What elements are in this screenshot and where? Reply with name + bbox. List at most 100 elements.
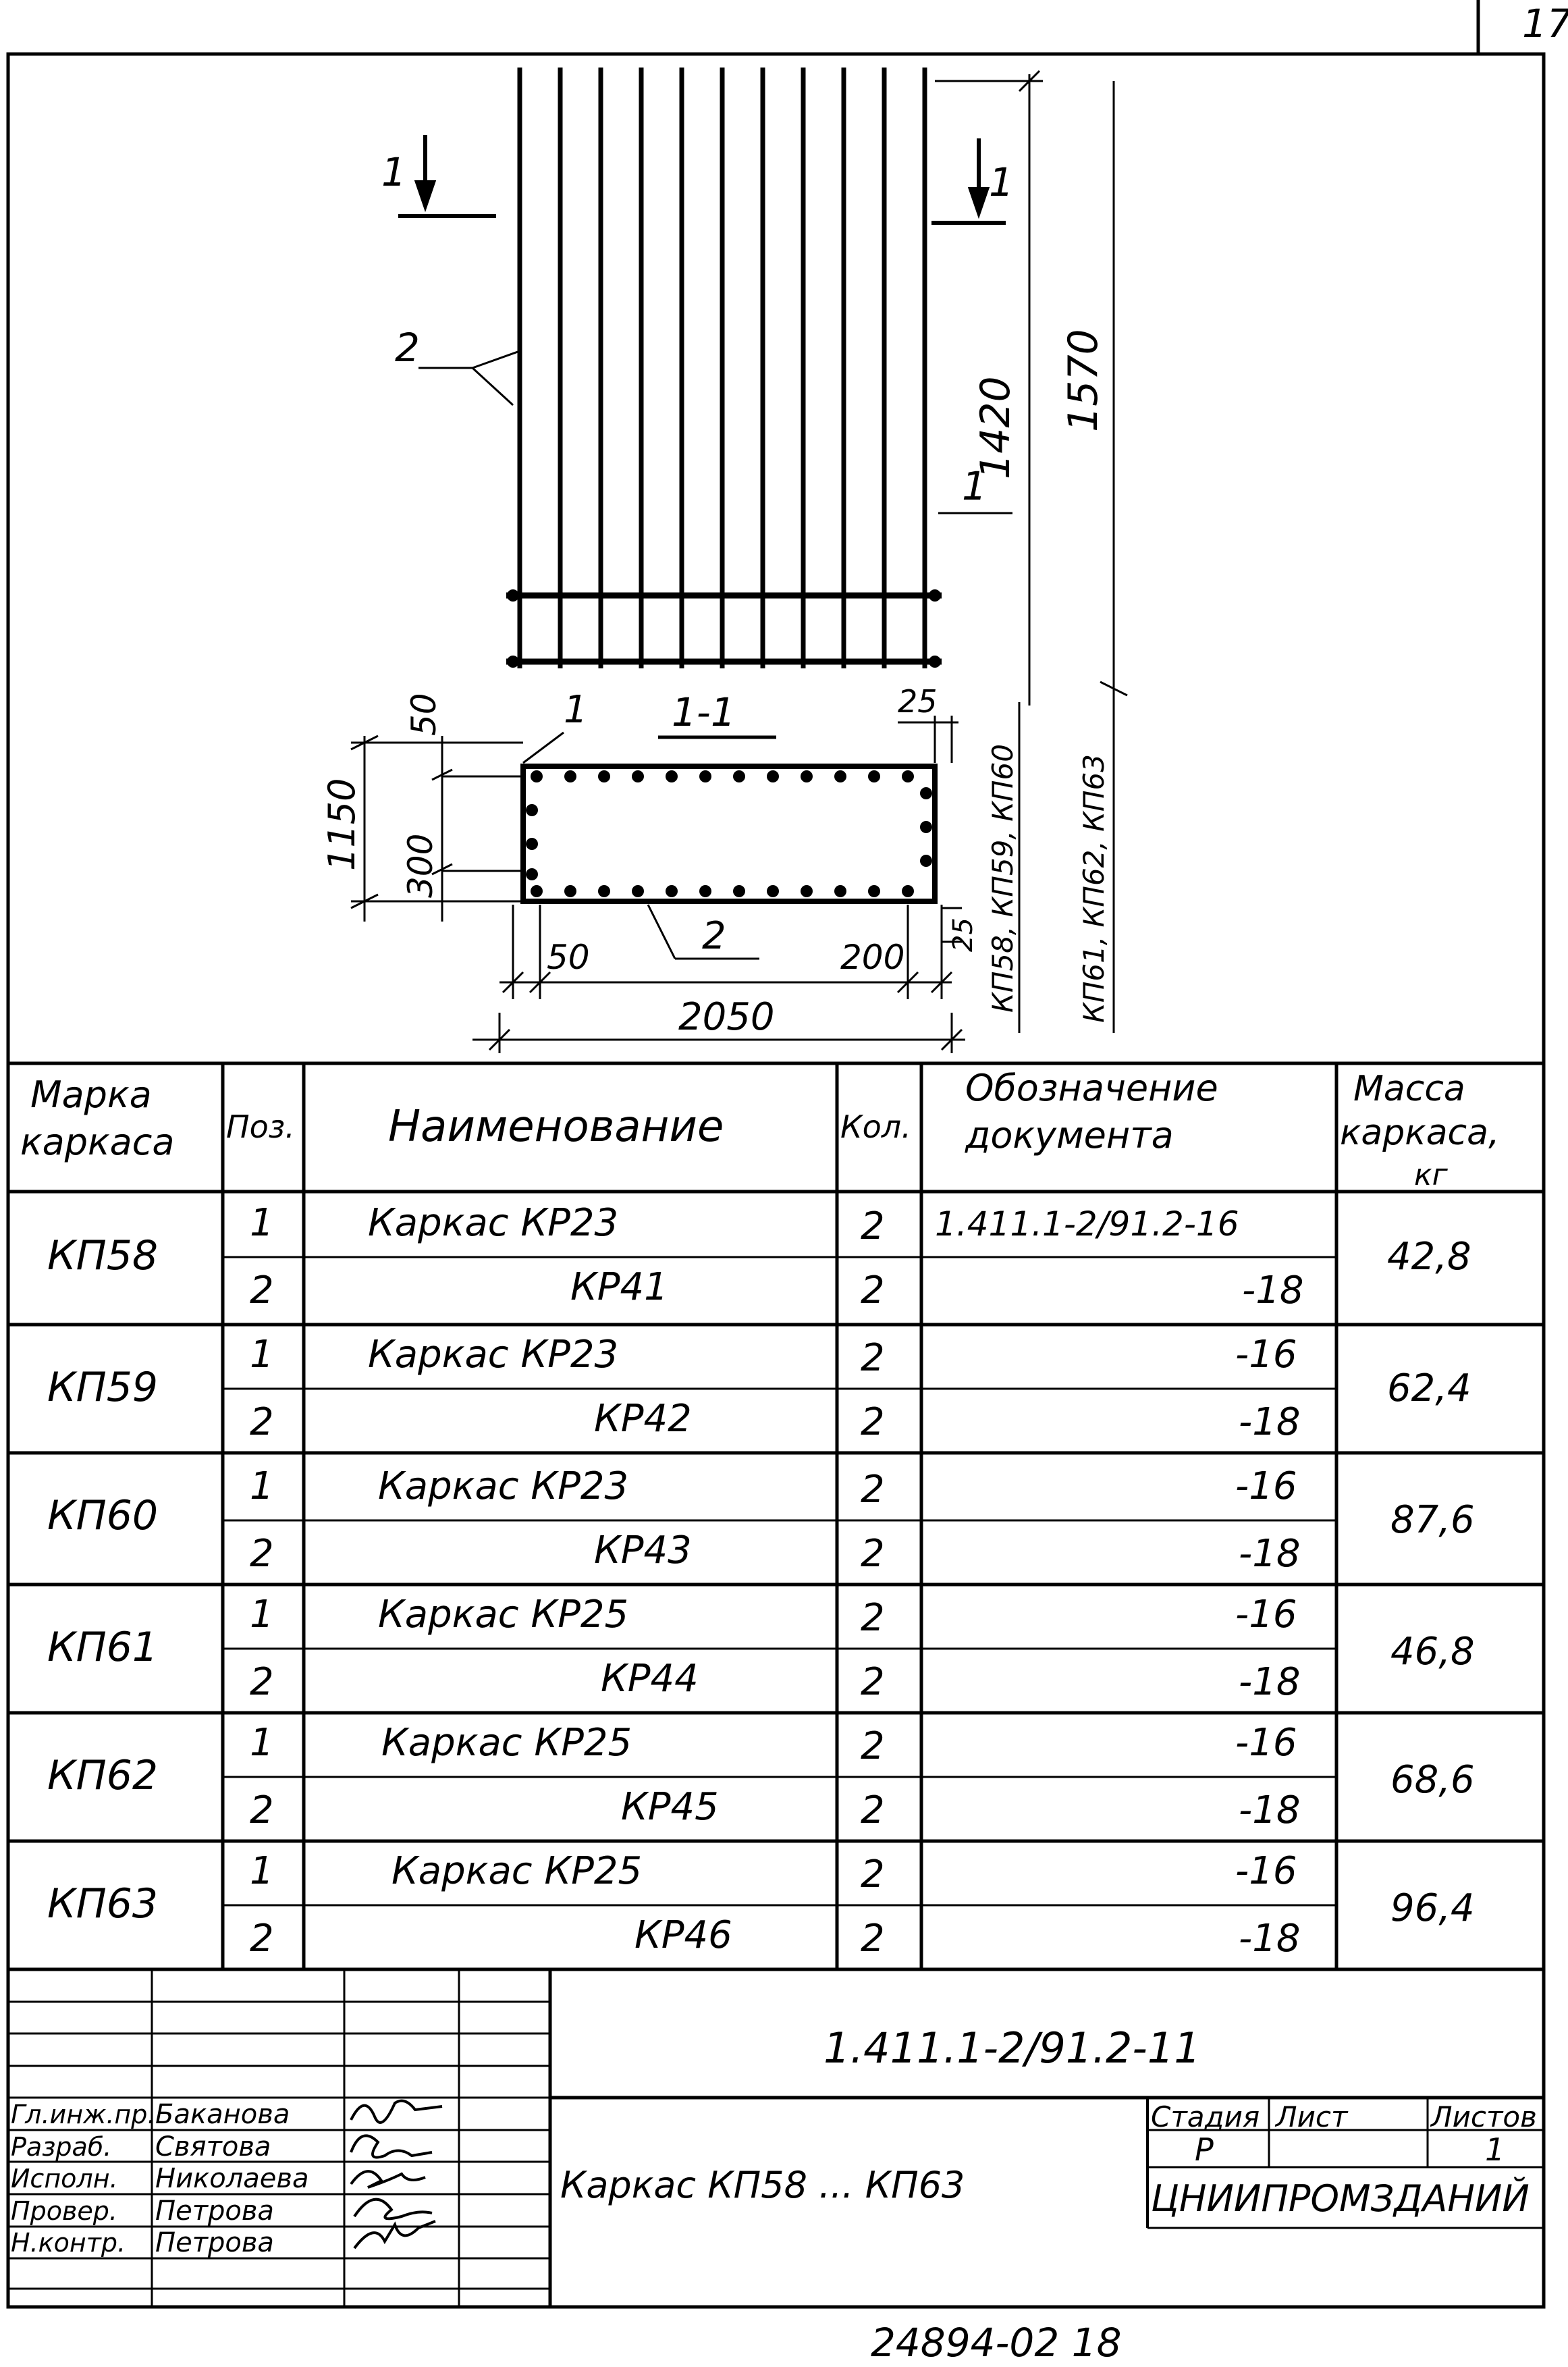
header-qty: Кол. — [840, 1109, 911, 1145]
row-name: КР43 — [594, 1528, 692, 1572]
row-pos: 2 — [250, 1400, 274, 1444]
row-pos: 1 — [250, 1464, 274, 1508]
row-doc: -16 — [1235, 1721, 1297, 1765]
horizontal-bars — [506, 592, 942, 665]
sig-name: Петрова — [155, 2227, 274, 2258]
header-mass-line3: кг — [1414, 1158, 1449, 1192]
callout-right-1: 1 — [989, 159, 1014, 205]
row-name: Каркас КР23 — [378, 1464, 628, 1508]
row-qty: 2 — [861, 1204, 885, 1248]
header-name: Наименование — [388, 1102, 724, 1152]
row-doc: -18 — [1239, 1400, 1300, 1444]
row-name: Каркас КР23 — [368, 1201, 618, 1245]
section-outline — [520, 764, 938, 904]
row-qty: 2 — [861, 1532, 885, 1576]
callout-pos-1: 1 — [962, 463, 987, 509]
vertical-bars — [517, 68, 927, 668]
sec-dim-top — [898, 716, 958, 763]
row-doc: -16 — [1235, 1333, 1297, 1377]
organization: ЦНИИПРОМЗДАНИЙ — [1151, 2177, 1530, 2220]
section-title: 1-1 — [672, 689, 736, 735]
row-pos: 2 — [250, 1917, 274, 1961]
group-mark: КП58 — [47, 1232, 158, 1279]
sec-dim-200-label: 200 — [840, 938, 904, 977]
row-pos: 2 — [250, 1788, 274, 1832]
title-block-lines — [8, 1969, 1544, 2307]
table-group-kp59: КП59 62,4 1 Каркас КР23 2 -16 2 КР42 2 -… — [47, 1333, 1471, 1444]
dim-label-1420: 1420 — [972, 376, 1019, 479]
row-qty: 2 — [861, 1660, 885, 1704]
row-qty: 2 — [861, 1596, 885, 1640]
callout-left-1: 1 — [381, 149, 406, 195]
row-name: КР46 — [634, 1913, 732, 1957]
stage-label: Стадия — [1151, 2100, 1260, 2133]
row-doc: -18 — [1242, 1269, 1303, 1312]
sec-dim-bottom — [472, 905, 965, 1053]
group-mass: 42,8 — [1387, 1235, 1471, 1279]
document-code: 1.411.1-2/91.2-11 — [823, 2023, 1201, 2073]
sig-role: Гл.инж.пр. — [11, 2100, 155, 2129]
sec-pos-1: 1 — [564, 688, 588, 732]
drawing-title: Каркас КП58 ... КП63 — [560, 2164, 965, 2206]
sec-dim-25-bottom-label: 25 — [948, 917, 979, 952]
dim-label-1570: 1570 — [1060, 329, 1107, 432]
row-doc: -16 — [1235, 1593, 1297, 1637]
row-pos: 2 — [250, 1269, 274, 1312]
sec-dim-300-label: 300 — [401, 834, 440, 898]
header-mass-line1: Масса — [1353, 1069, 1465, 1109]
row-pos: 1 — [250, 1593, 274, 1637]
row-name: Каркас КР25 — [391, 1849, 642, 1893]
header-doc-line2: документа — [965, 1114, 1174, 1156]
sig-name: Баканова — [155, 2099, 290, 2130]
spec-table-lines — [8, 1061, 1544, 1971]
row-pos: 1 — [250, 1333, 274, 1377]
signature-scribbles — [350, 2099, 443, 2250]
section-mark-right — [931, 138, 1006, 225]
row-pos: 1 — [250, 1201, 274, 1245]
row-name: КР41 — [570, 1265, 668, 1309]
row-name: КР44 — [601, 1657, 699, 1701]
row-name: КР45 — [621, 1785, 719, 1829]
section-mark-left — [398, 135, 496, 218]
row-qty: 2 — [861, 1917, 885, 1961]
header-mass-line2: каркаса, — [1340, 1113, 1500, 1153]
row-doc: 1.411.1-2/91.2-16 — [935, 1204, 1239, 1244]
sec-dim-50-vert-label: 50 — [404, 693, 443, 736]
sheets-label: Листов — [1430, 2100, 1537, 2133]
row-name: Каркас КР23 — [368, 1333, 618, 1377]
sheet-label: Лист — [1274, 2100, 1349, 2133]
spec-table-body: КП58 42,8 1 Каркас КР23 2 1.411.1-2/91.2… — [47, 1201, 1475, 1961]
section-bar-dots — [526, 770, 932, 897]
header-pos: Поз. — [226, 1109, 295, 1145]
footer-stamp: 24894-02 18 — [871, 2320, 1121, 2366]
header-mark-line1: Марка — [30, 1073, 152, 1116]
group-mass: 46,8 — [1390, 1630, 1475, 1674]
group-label-b: КП61, КП62, КП63 — [1077, 754, 1110, 1023]
sig-name: Петрова — [155, 2196, 274, 2227]
signature-rows: Гл.инж.пр. Баканова Разраб. Святова Испо… — [11, 2099, 308, 2258]
row-doc: -18 — [1239, 1788, 1300, 1832]
sig-role: Провер. — [11, 2196, 117, 2226]
callout-pos-2: 2 — [395, 325, 420, 371]
sheets-value: 1 — [1485, 2131, 1505, 2168]
sec-dim-top-label: 25 — [898, 683, 938, 720]
sec-pos-2: 2 — [702, 914, 726, 958]
row-qty: 2 — [861, 1269, 885, 1312]
stage-value: Р — [1195, 2131, 1214, 2168]
row-qty: 2 — [861, 1724, 885, 1768]
group-label-a: КП58, КП59, КП60 — [986, 744, 1019, 1013]
row-name: Каркас КР25 — [378, 1593, 628, 1637]
row-qty: 2 — [861, 1788, 885, 1832]
sig-role: Исполн. — [11, 2164, 118, 2193]
sig-role: Разраб. — [11, 2132, 111, 2162]
row-qty: 2 — [861, 1336, 885, 1380]
group-mass: 62,4 — [1387, 1366, 1471, 1410]
group-mark: КП62 — [47, 1752, 158, 1799]
row-doc: -18 — [1239, 1660, 1300, 1704]
table-group-kp60: КП60 87,6 1 Каркас КР23 2 -16 2 КР43 2 -… — [47, 1464, 1475, 1576]
dim-1420 — [935, 70, 1043, 706]
sig-role: Н.контр. — [11, 2228, 126, 2258]
row-doc: -18 — [1239, 1532, 1300, 1576]
leader-bars — [418, 350, 520, 406]
